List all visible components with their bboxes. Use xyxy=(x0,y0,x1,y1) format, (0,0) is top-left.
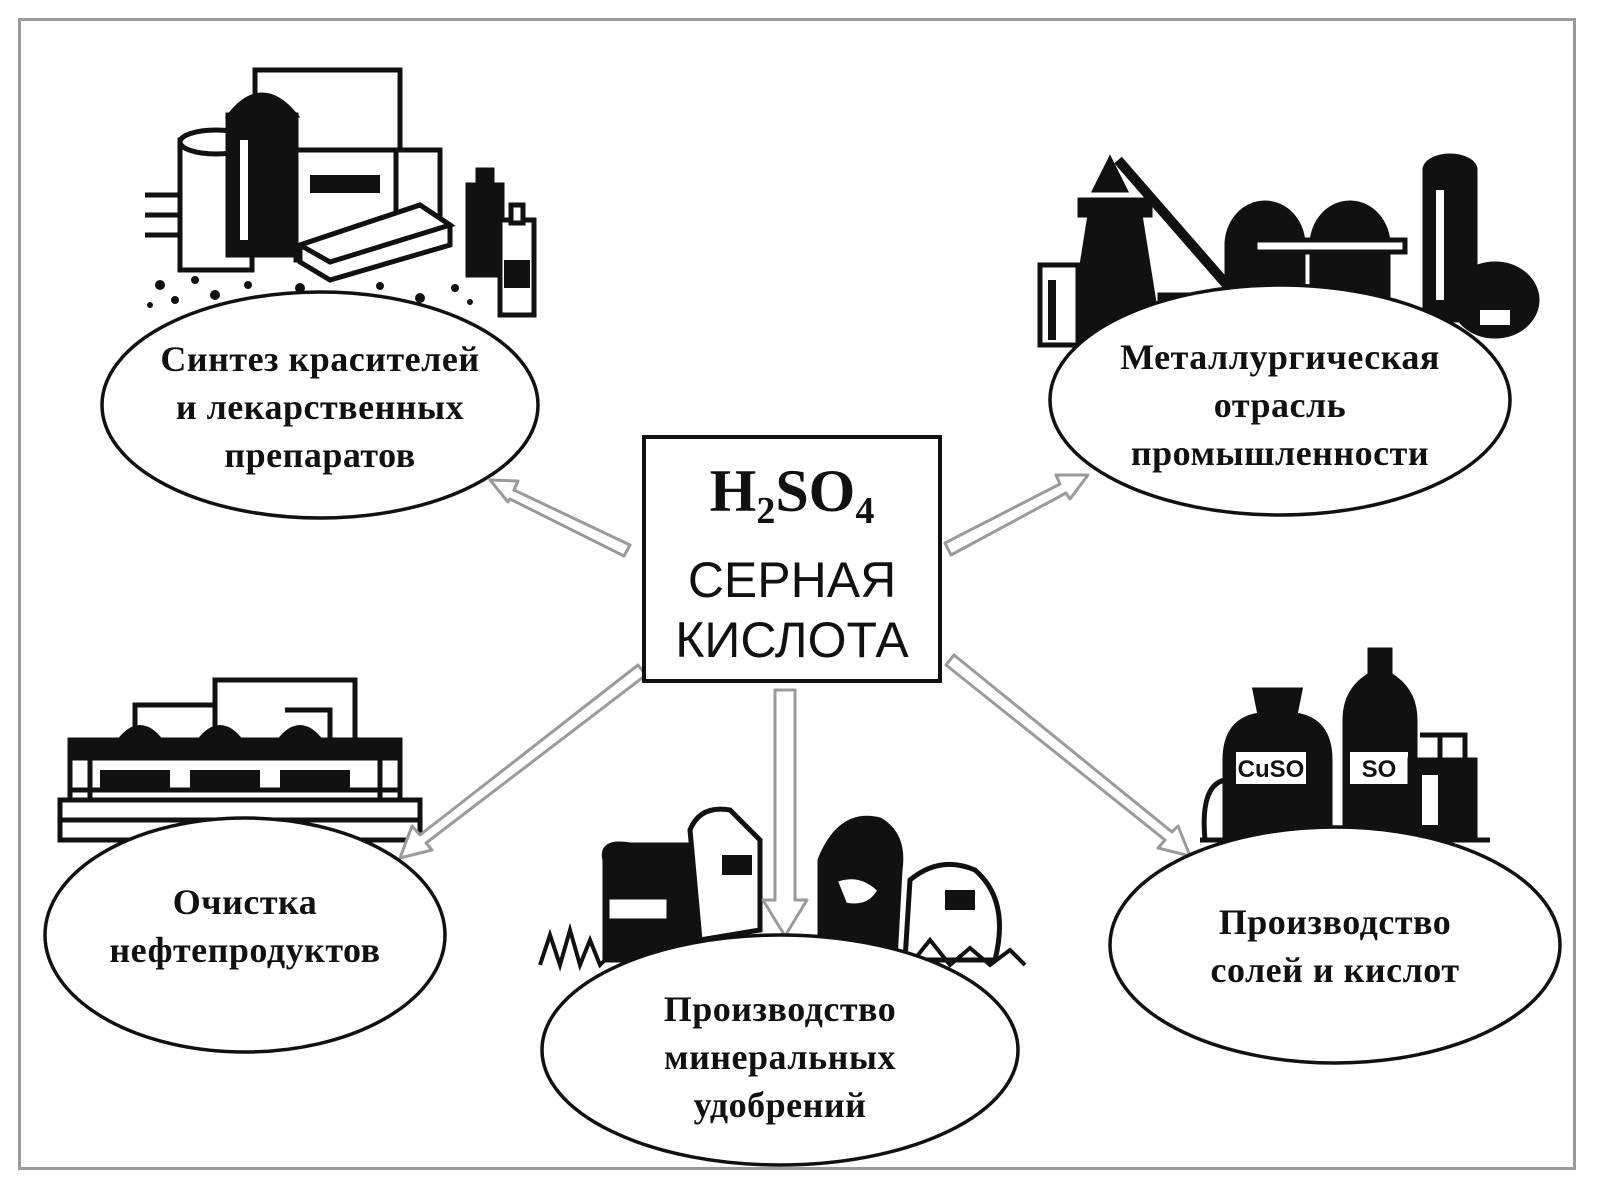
node-salts: Производство солей и кислот xyxy=(1140,898,1530,994)
node-ellipses xyxy=(43,283,1562,1167)
ellipse-oil xyxy=(43,816,447,1054)
node-oil-line-2: нефтепродуктов xyxy=(109,930,381,970)
node-metallurgy-line-2: отрасль xyxy=(1213,385,1347,425)
arrow-to-oil xyxy=(398,663,648,860)
node-salts-line-1: Производство xyxy=(1218,902,1452,942)
node-fertilizers-line-3: удобрений xyxy=(693,1085,867,1125)
node-dyes-line-3: препаратов xyxy=(224,435,416,475)
formula: H2SO4 xyxy=(709,458,875,532)
ellipse-fertilizers xyxy=(540,933,1020,1167)
node-fertilizers-line-2: минеральных xyxy=(664,1037,896,1077)
node-metallurgy: Металлургическая отрасль промышленности xyxy=(1080,333,1480,477)
center-box: H2SO4 СЕРНАЯ КИСЛОТА xyxy=(642,435,942,683)
node-fertilizers-line-1: Производство xyxy=(663,989,897,1029)
cuso-label: CuSO xyxy=(1238,756,1305,783)
chemical-plant-illustration xyxy=(145,67,537,318)
salts-bottles-illustration: CuSO SO xyxy=(1200,647,1490,843)
ellipse-salts xyxy=(1108,825,1562,1065)
ellipse-metallurgy xyxy=(1048,283,1512,517)
node-dyes-line-1: Синтез красителей xyxy=(160,339,480,379)
arrow-to-fertilizers xyxy=(761,688,809,938)
oil-refinery-illustration xyxy=(57,677,423,843)
node-metallurgy-line-3: промышленности xyxy=(1130,433,1430,473)
node-salts-line-2: солей и кислот xyxy=(1210,950,1460,990)
node-metallurgy-line-1: Металлургическая xyxy=(1120,337,1440,377)
node-oil-line-1: Очистка xyxy=(172,882,318,922)
diagram-frame xyxy=(18,18,1576,1170)
so-label: SO xyxy=(1362,756,1397,783)
center-title-line-2: КИСЛОТА xyxy=(675,612,909,668)
node-oil: Очистка нефтепродуктов xyxy=(60,878,430,974)
arrows xyxy=(398,473,1192,938)
arrow-to-metallurgy xyxy=(943,473,1090,557)
node-dyes: Синтез красителей и лекарственных препар… xyxy=(120,335,520,479)
node-fertilizers: Производство минеральных удобрений xyxy=(580,985,980,1129)
fertilizer-sacks-illustration xyxy=(538,806,1027,972)
arrow-to-dyes xyxy=(488,478,632,558)
arrow-to-salts xyxy=(944,653,1192,858)
ellipse-dyes xyxy=(100,290,540,520)
node-dyes-line-2: и лекарственных xyxy=(175,387,465,427)
metallurgy-plant-illustration xyxy=(1037,153,1540,348)
center-title-line-1: СЕРНАЯ xyxy=(687,552,897,608)
